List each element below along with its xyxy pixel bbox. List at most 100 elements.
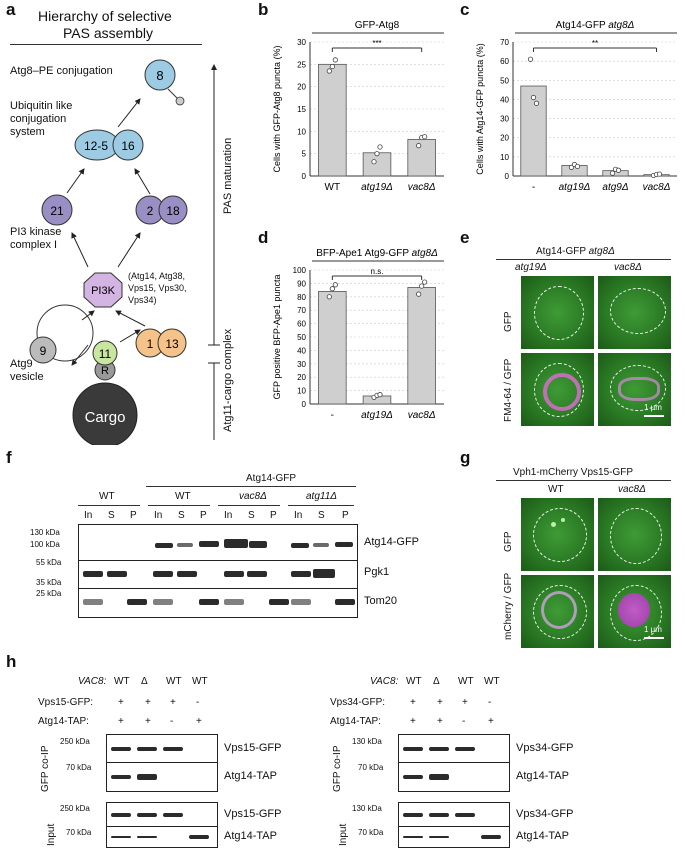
chart-d-point-2-1	[419, 283, 425, 289]
h-band	[137, 813, 157, 817]
h-h-right-blot-3	[398, 826, 510, 848]
h-h-left-mw-0: 250 kDa	[60, 737, 90, 746]
h-band	[403, 835, 423, 839]
h-h-left-r2-2: -	[170, 716, 174, 727]
chart-d-xtick-1: atg19Δ	[361, 410, 393, 421]
h-band	[403, 775, 423, 779]
chart-b-point-2-2	[422, 134, 428, 140]
cargo-label: Cargo	[85, 409, 126, 426]
h-h-right-r1-1: +	[437, 697, 443, 708]
h-band	[137, 835, 157, 839]
lane-f-2: P	[130, 510, 137, 521]
panel-g-row1: GFP	[503, 531, 514, 552]
h-h-left-blot-3	[106, 826, 218, 848]
h-h-right-label-0: Vps34-GFP	[516, 742, 574, 754]
chart-d-point-2-0	[416, 291, 422, 297]
pi3k-label: PI3K	[91, 285, 116, 297]
panel-e-row2: FM4-64 / GFP	[503, 358, 514, 422]
h-h-left-blot-1	[106, 762, 218, 792]
chart-c-point-2-0	[609, 170, 616, 176]
h-h-right-r2-0: +	[410, 716, 416, 727]
h-h-right-row1-label: Vps34-GFP:	[330, 697, 386, 708]
h-band	[429, 813, 449, 817]
panel-a-title-2: PAS assembly	[63, 25, 153, 41]
chart-b-point-0-1	[329, 63, 335, 70]
h-h-left-geno-0: WT	[114, 676, 130, 687]
chart-b-ytick-2: 10	[297, 127, 306, 136]
chart-c-point-0-1	[530, 94, 537, 101]
h-h-right-vac8: VAC8:	[370, 676, 399, 687]
panel-g-title: Vph1-mCherry Vps15-GFP	[513, 467, 634, 478]
chart-d-ytick-7: 70	[297, 306, 306, 315]
h-h-right-geno-1: Δ	[433, 676, 440, 687]
chart-b-ytick-1: 5	[302, 150, 307, 159]
chart-d-bar-2	[407, 287, 436, 405]
chart-b-point-0-2	[332, 57, 338, 63]
panel-g-label: g	[460, 448, 471, 467]
blot-f-atg14	[78, 524, 358, 562]
panel-f-g1: WT	[99, 491, 115, 502]
atg16-number: 16	[121, 139, 135, 153]
h-h-right-geno-3: WT	[484, 676, 500, 687]
chart-b-point-0-0	[326, 68, 332, 74]
chart-b-ytick-0: 0	[302, 172, 307, 181]
panel-g-row2: mCherry / GFP	[503, 572, 514, 640]
h-h-left-blot-2	[106, 802, 218, 828]
h-h-left-label-2: Vps15-GFP	[224, 808, 282, 820]
h-band	[111, 835, 131, 839]
pi3k-complex-label-2: complex I	[10, 239, 58, 251]
h-band	[163, 747, 183, 751]
chart-b-point-2-0	[416, 143, 422, 149]
atg8-circle	[144, 59, 176, 91]
atg11-number: 11	[99, 347, 112, 361]
lane-f-11: P	[342, 510, 349, 521]
atg8-number: 8	[156, 68, 163, 83]
scale-bar-e-label: 1 µm	[644, 403, 662, 412]
chart-d-xtick-0: -	[331, 410, 334, 421]
chart-d-sig-label: n.s.	[371, 267, 384, 276]
panel-c-label: c	[460, 0, 470, 19]
chart-b-xtick-1: atg19Δ	[361, 182, 393, 193]
h-h-left-r2-3: +	[196, 716, 202, 727]
chart-b-ytick-5: 25	[297, 60, 306, 69]
lane-f-0: In	[84, 510, 93, 521]
chart-c-xtick-0: -	[532, 182, 535, 193]
ubl-label-2: conjugation	[10, 113, 67, 125]
panel-e-label: e	[460, 228, 470, 247]
micrograph-e-gfp-vac8	[598, 276, 671, 349]
h-band	[481, 835, 501, 839]
h-h-right-label-2: Vps34-GFP	[516, 808, 574, 820]
chart-d: BFP-Ape1 Atg9-GFP atg8Δ01020304050607080…	[272, 248, 444, 421]
h-band	[429, 747, 449, 751]
ubl-label-3: system	[10, 126, 45, 138]
h-h-right-blot-2	[398, 802, 510, 828]
scale-bar-g	[644, 637, 664, 639]
lane-f-10: S	[318, 510, 325, 521]
chart-c-xtick-1: atg19Δ	[559, 182, 591, 193]
h-band	[403, 813, 423, 817]
atg13-number: 13	[165, 337, 179, 351]
panel-e-row1: GFP	[503, 311, 514, 332]
panel-a-divider	[10, 44, 202, 45]
h-h-right-r1-3: -	[488, 697, 492, 708]
atg8pe-label: Atg8–PE conjugation	[10, 65, 113, 77]
micrograph-e-gfp-atg19	[521, 276, 594, 349]
chart-b-ytick-4: 20	[297, 83, 306, 92]
h-h-right-mw-3: 70 kDa	[358, 828, 384, 837]
lane-f-1: S	[108, 510, 115, 521]
h-h-left-blot-0	[106, 734, 218, 764]
chart-c-ytick-1: 10	[500, 153, 509, 162]
chart-d-ytick-4: 40	[297, 346, 306, 355]
micrograph-g-gfp-wt	[521, 498, 594, 571]
panel-e-title: Atg14-GFP atg8Δ	[536, 246, 615, 257]
h-h-right-mw-1: 70 kDa	[358, 763, 384, 772]
chart-d-point-0-0	[326, 294, 332, 300]
pas-maturation-label: PAS maturation	[222, 137, 234, 214]
h-h-left-r1-1: +	[145, 697, 151, 708]
vesicle-label-2: vesicle	[10, 371, 44, 383]
chart-b-point-1-0	[371, 159, 377, 165]
h-h-left-coip: GFP co-IP	[40, 745, 51, 793]
atg21-number: 21	[50, 204, 64, 218]
mw-f-130: 130 kDa	[30, 528, 60, 537]
scale-bar-g-label: 1 µm	[644, 625, 662, 634]
